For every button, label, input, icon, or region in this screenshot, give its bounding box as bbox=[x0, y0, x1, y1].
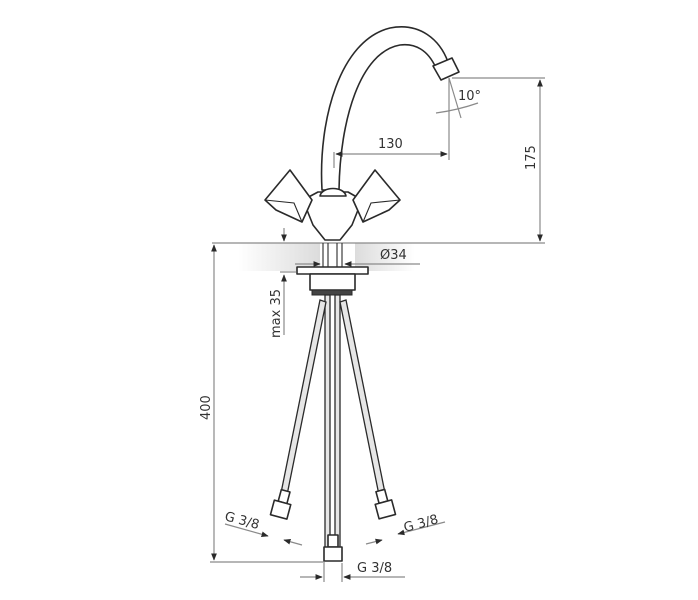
countertop bbox=[212, 242, 545, 271]
label-hose-length: 400 bbox=[199, 395, 214, 420]
label-thread-center: G 3/8 bbox=[357, 561, 392, 576]
dim-spout-reach: 130 bbox=[333, 78, 450, 168]
washer bbox=[296, 266, 369, 275]
label-spout-reach: 130 bbox=[378, 137, 403, 152]
dim-thread-center: G 3/8 bbox=[300, 561, 405, 582]
nut bbox=[309, 273, 356, 291]
aerator bbox=[432, 57, 460, 81]
dim-counter-thickness: max 35 bbox=[269, 228, 296, 338]
label-height: 175 bbox=[524, 145, 539, 170]
dim-thread-left: G 3/8 bbox=[223, 509, 303, 546]
label-thread-right: G 3/8 bbox=[402, 512, 440, 536]
label-hole-diameter: Ø34 bbox=[380, 248, 407, 263]
spout bbox=[320, 26, 460, 191]
faucet-body bbox=[264, 169, 401, 241]
label-spout-angle: 10° bbox=[458, 89, 481, 104]
right-handle bbox=[352, 169, 401, 223]
label-thread-left: G 3/8 bbox=[223, 509, 261, 533]
hoses bbox=[269, 294, 397, 562]
mounting-hardware bbox=[296, 243, 369, 296]
left-handle bbox=[264, 169, 313, 223]
dim-hose-length: 400 bbox=[199, 244, 325, 563]
dim-spout-angle: 10° bbox=[435, 77, 481, 119]
dim-height: 175 bbox=[452, 77, 545, 242]
dim-hole-diameter: Ø34 bbox=[295, 248, 420, 267]
label-counter-thickness: max 35 bbox=[269, 289, 284, 338]
